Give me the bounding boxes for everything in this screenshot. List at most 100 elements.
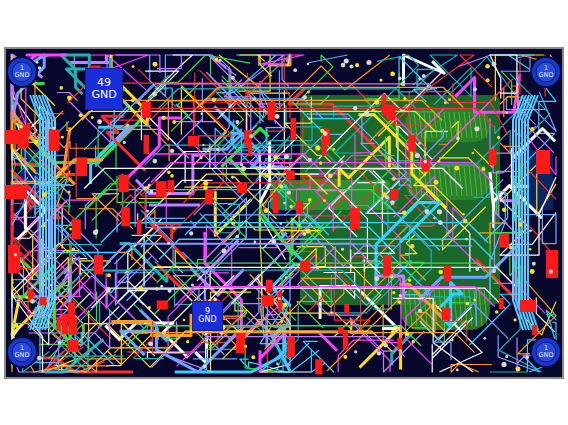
via xyxy=(50,284,52,286)
smd-pad xyxy=(422,159,430,171)
pour-hatch xyxy=(439,112,442,138)
smd-pad xyxy=(69,318,77,335)
copper-trace xyxy=(206,225,237,292)
copper-pours xyxy=(20,95,553,330)
via xyxy=(200,156,203,159)
via xyxy=(492,269,496,273)
smd-pad xyxy=(237,183,247,193)
copper-trace xyxy=(355,135,374,169)
smd-pad xyxy=(315,359,322,374)
copper-trace xyxy=(121,331,168,355)
pin-label: 1 GND xyxy=(8,65,36,79)
via xyxy=(497,136,500,139)
smd-pad xyxy=(386,105,395,121)
via xyxy=(424,209,429,214)
via xyxy=(525,356,529,360)
via xyxy=(173,227,176,230)
via xyxy=(307,90,310,93)
copper-trace xyxy=(234,119,290,147)
smd-pad xyxy=(72,219,81,239)
bus-trace xyxy=(189,337,405,357)
via xyxy=(285,276,288,279)
via xyxy=(231,76,235,80)
via xyxy=(340,161,343,164)
pad-copper xyxy=(85,68,123,110)
edge-trace xyxy=(33,95,43,330)
smd-pad xyxy=(142,102,151,118)
via xyxy=(293,68,297,72)
via xyxy=(131,99,135,103)
via xyxy=(379,78,382,81)
smd-pad xyxy=(156,181,167,197)
smd-pad xyxy=(40,297,47,305)
smd-pad xyxy=(546,250,558,278)
pour-hatch xyxy=(479,112,482,138)
via xyxy=(371,109,374,112)
via xyxy=(456,368,459,371)
via xyxy=(308,198,312,202)
via xyxy=(254,241,257,244)
pad-label: 9 GND xyxy=(194,308,221,325)
via xyxy=(349,65,353,69)
pin-label: 1 GND xyxy=(8,345,36,359)
via xyxy=(466,302,470,306)
via xyxy=(344,58,349,63)
via xyxy=(279,184,283,188)
copper-trace xyxy=(275,276,296,321)
copper-trace xyxy=(501,55,530,71)
via xyxy=(505,355,508,358)
via xyxy=(251,355,255,359)
via xyxy=(160,285,163,288)
via xyxy=(444,101,447,104)
via xyxy=(403,97,406,100)
smd-pad xyxy=(489,149,497,165)
via xyxy=(424,153,427,156)
copper-trace xyxy=(408,100,492,165)
smd-pad xyxy=(62,314,68,334)
via xyxy=(34,139,39,144)
via xyxy=(106,287,111,292)
via xyxy=(67,95,72,100)
via xyxy=(438,160,441,163)
smd-pad xyxy=(397,338,402,350)
via xyxy=(392,177,396,181)
pad-label: 49 GND xyxy=(87,77,121,100)
board-outline xyxy=(5,48,563,378)
via xyxy=(148,183,151,186)
copper-trace xyxy=(12,84,26,126)
smd-pad xyxy=(343,331,348,349)
copper-trace xyxy=(334,55,419,117)
smd-pad xyxy=(520,300,536,312)
copper-trace xyxy=(500,97,518,114)
via xyxy=(284,154,289,159)
via xyxy=(132,65,135,68)
edge-trace xyxy=(516,95,526,330)
copper-trace xyxy=(207,61,237,109)
via xyxy=(400,83,403,86)
via xyxy=(353,106,357,110)
copper-trace xyxy=(260,55,304,64)
via xyxy=(287,190,291,194)
pour-hatch xyxy=(459,166,462,196)
via xyxy=(220,332,223,335)
copper-trace xyxy=(135,177,150,227)
via xyxy=(463,219,467,223)
via xyxy=(59,86,63,90)
copper-trace xyxy=(504,213,556,245)
via xyxy=(303,95,307,99)
pin-label: 1 GND xyxy=(532,65,560,79)
via xyxy=(289,205,292,208)
smd-pad xyxy=(499,298,504,309)
copper-trace xyxy=(55,225,101,267)
copper-trace xyxy=(260,142,270,203)
edge-trace xyxy=(513,95,523,330)
copper-trace xyxy=(406,283,440,365)
copper-trace xyxy=(260,134,343,179)
via xyxy=(398,77,402,81)
via xyxy=(402,210,407,215)
via xyxy=(264,173,269,178)
copper-trace xyxy=(339,137,389,187)
pour-hatch xyxy=(469,112,472,138)
via xyxy=(274,155,279,160)
